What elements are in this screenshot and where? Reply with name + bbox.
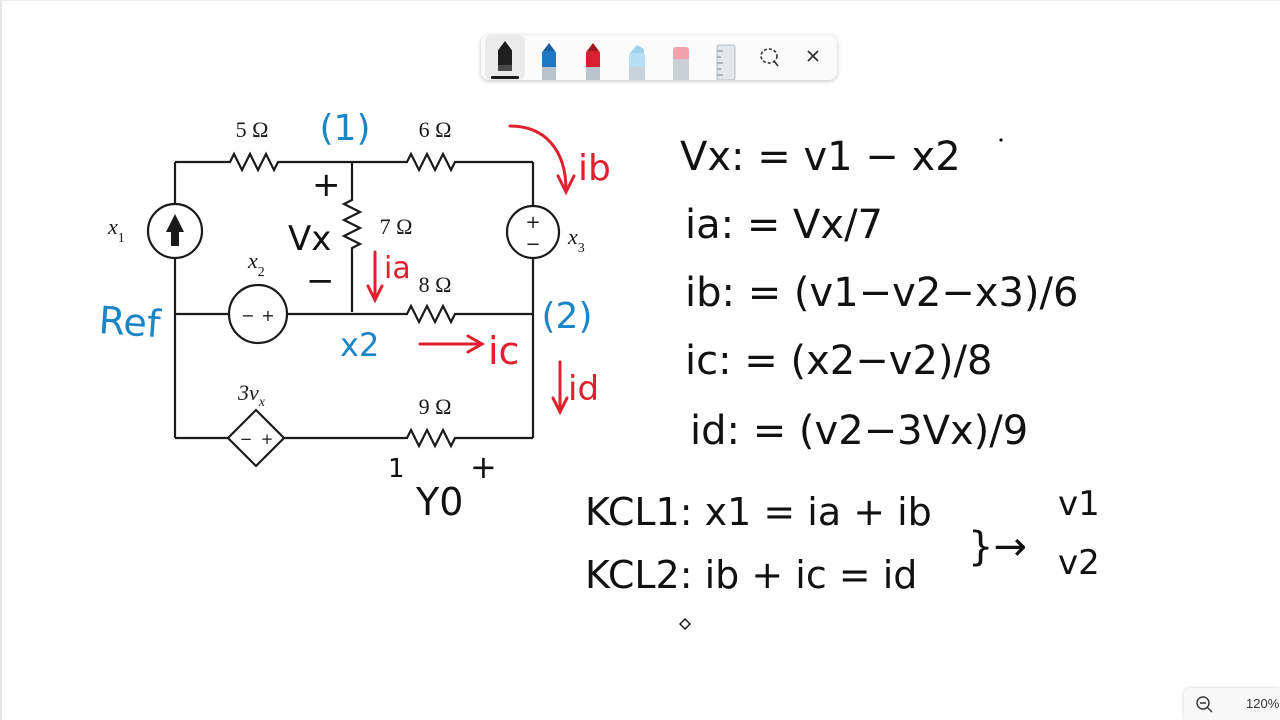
- blue-marker-icon: [542, 43, 556, 80]
- red-marker-icon: [586, 43, 600, 80]
- id-arrowhead: [551, 396, 569, 416]
- equation-ia: ia: = Vx/7: [685, 202, 883, 248]
- id-label: id: [568, 369, 599, 409]
- x2-node-label: x2: [340, 326, 379, 364]
- node2-label: (2): [542, 296, 593, 337]
- ib-arrow: [508, 124, 568, 192]
- vx-minus: −: [306, 261, 335, 301]
- label-3vx: 3vx: [237, 380, 266, 410]
- ruler-icon: [716, 44, 736, 80]
- kcl1-equation: KCL1: x1 = ia + ib: [585, 490, 932, 534]
- highlighter-tool[interactable]: [617, 35, 657, 80]
- voltage-source-x3: [505, 204, 561, 260]
- ic-arrowhead: [466, 334, 486, 354]
- ic-label: ic: [488, 329, 519, 373]
- lasso-icon: [760, 48, 779, 67]
- canvas-top-border: [0, 0, 1280, 1]
- label-7ohm: 7 Ω: [380, 214, 413, 239]
- eraser-tool[interactable]: [661, 35, 701, 80]
- red-pen-tool[interactable]: [573, 35, 613, 80]
- voltage-source-x2: [227, 283, 289, 345]
- zoom-out-icon: [1196, 696, 1213, 713]
- red-arrows: [366, 124, 576, 416]
- black-marker-icon: [491, 41, 519, 79]
- vx-label: Vx: [288, 219, 331, 259]
- svg-text:−: −: [240, 430, 253, 448]
- light-blue-highlighter-icon: [629, 45, 645, 80]
- label-8ohm: 8 Ω: [419, 272, 452, 297]
- y0-plus-mark: +: [470, 448, 497, 486]
- dependent-source: [226, 408, 286, 468]
- label-x1: x1: [107, 214, 125, 246]
- equations-block: Vx: = v1 − x2 ia: = Vx/7 ib: = (v1−v2−x3…: [585, 134, 1100, 597]
- node1-label: (1): [320, 108, 371, 149]
- circuit-diagram: [146, 151, 561, 468]
- vx-plus: +: [312, 165, 341, 205]
- equation-vx: Vx: = v1 − x2: [680, 134, 961, 180]
- ink-toolbar: [481, 35, 837, 80]
- resistor-7ohm: [341, 162, 363, 312]
- equation-ib: ib: = (v1−v2−x3)/6: [685, 270, 1078, 316]
- resistor-9ohm: [175, 427, 533, 449]
- y0-label: Y0: [415, 480, 463, 524]
- current-source-x1: [146, 202, 204, 260]
- label-6ohm: 6 Ω: [419, 117, 452, 142]
- label-x3: x3: [567, 224, 585, 256]
- svg-text:−: −: [241, 306, 254, 325]
- pen-cursor: [679, 618, 691, 630]
- canvas-left-border: [0, 0, 2, 720]
- ib-arrowhead: [556, 174, 576, 196]
- svg-text:−: −: [525, 234, 540, 255]
- kcl2-equation: KCL2: ib + ic = id: [585, 553, 917, 597]
- equation-id: id: = (v2−3Vx)/9: [690, 408, 1028, 454]
- svg-text:+: +: [525, 212, 540, 233]
- ia-label: ia: [384, 251, 411, 286]
- svg-text:+: +: [261, 306, 274, 325]
- ib-label: ib: [578, 148, 611, 189]
- label-9ohm: 9 Ω: [419, 394, 452, 419]
- ref-label: Ref: [97, 298, 163, 346]
- source-markings: + − − + − +: [166, 212, 541, 448]
- resistor-6ohm: [352, 151, 533, 173]
- y0-minus-mark: 1: [388, 454, 405, 484]
- ruler-tool[interactable]: [705, 35, 745, 80]
- zoom-level: 120%: [1246, 696, 1280, 711]
- kcl-brace-arrow: }→: [968, 524, 1027, 570]
- resistor-8ohm: [175, 303, 533, 325]
- result-v1: v1: [1058, 484, 1100, 524]
- result-v2: v2: [1058, 543, 1100, 583]
- label-x2: x2: [247, 248, 265, 280]
- ia-arrowhead: [366, 284, 384, 304]
- svg-text:+: +: [261, 430, 274, 448]
- black-pen-tool[interactable]: [485, 35, 525, 80]
- eraser-icon: [673, 47, 689, 80]
- close-icon: [807, 50, 819, 62]
- label-5ohm: 5 Ω: [236, 117, 269, 142]
- zoom-out-button[interactable]: [1192, 692, 1218, 716]
- stray-ink-dot: [999, 138, 1003, 142]
- resistor-5ohm: [175, 151, 352, 173]
- lasso-tool[interactable]: [749, 35, 789, 80]
- equation-ic: ic: = (x2−v2)/8: [685, 338, 992, 384]
- close-tool[interactable]: [793, 35, 833, 80]
- blue-pen-tool[interactable]: [529, 35, 569, 80]
- zoom-control: 120%: [1184, 688, 1280, 720]
